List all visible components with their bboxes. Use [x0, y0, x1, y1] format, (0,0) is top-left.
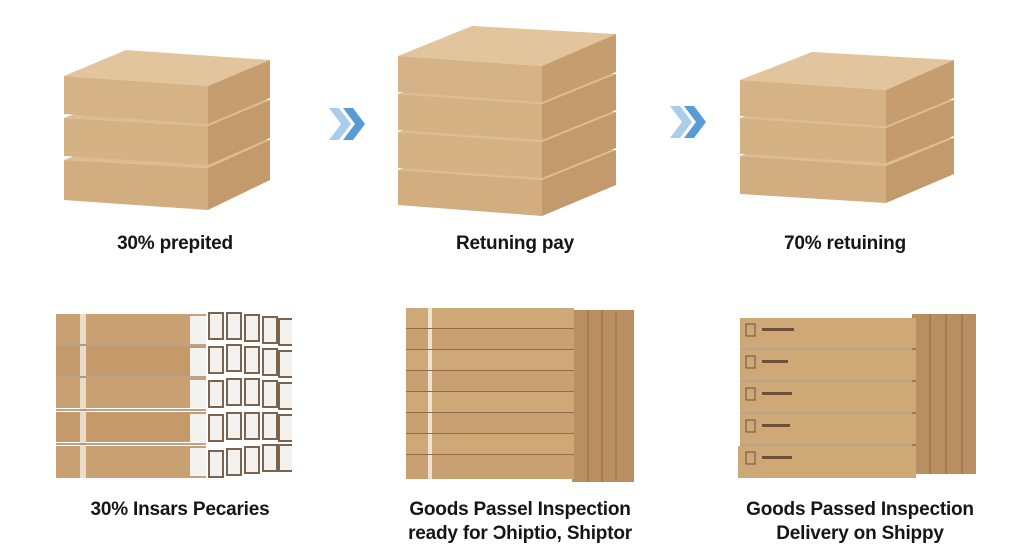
- step-label-4: 30% Insars Pecaries: [90, 499, 270, 520]
- step-label-6-line2: Delivery on Shippy: [776, 523, 944, 544]
- pallet-boxes-left: [52, 308, 292, 486]
- pallet-boxes-middle: [402, 304, 638, 490]
- box-stack-4-middle: [392, 20, 624, 220]
- pallet-boxes-right: [736, 306, 980, 486]
- step-label-5-line2: ready for Ɔhiptio, Shiptor: [408, 523, 632, 544]
- double-chevron-right-icon: [327, 106, 371, 142]
- box-stack-3-right: [736, 48, 960, 208]
- step-label-6-line1: Goods Passed Inspection: [746, 499, 974, 520]
- step-label-2: Retuning pay: [456, 233, 574, 254]
- step-label-5-line1: Goods Passel Inspection: [409, 499, 631, 520]
- box-stack-3-left: [58, 40, 278, 215]
- step-label-1: 30% prepited: [117, 233, 233, 254]
- double-chevron-right-icon: [668, 104, 712, 140]
- step-label-3: 70% retuining: [784, 233, 906, 254]
